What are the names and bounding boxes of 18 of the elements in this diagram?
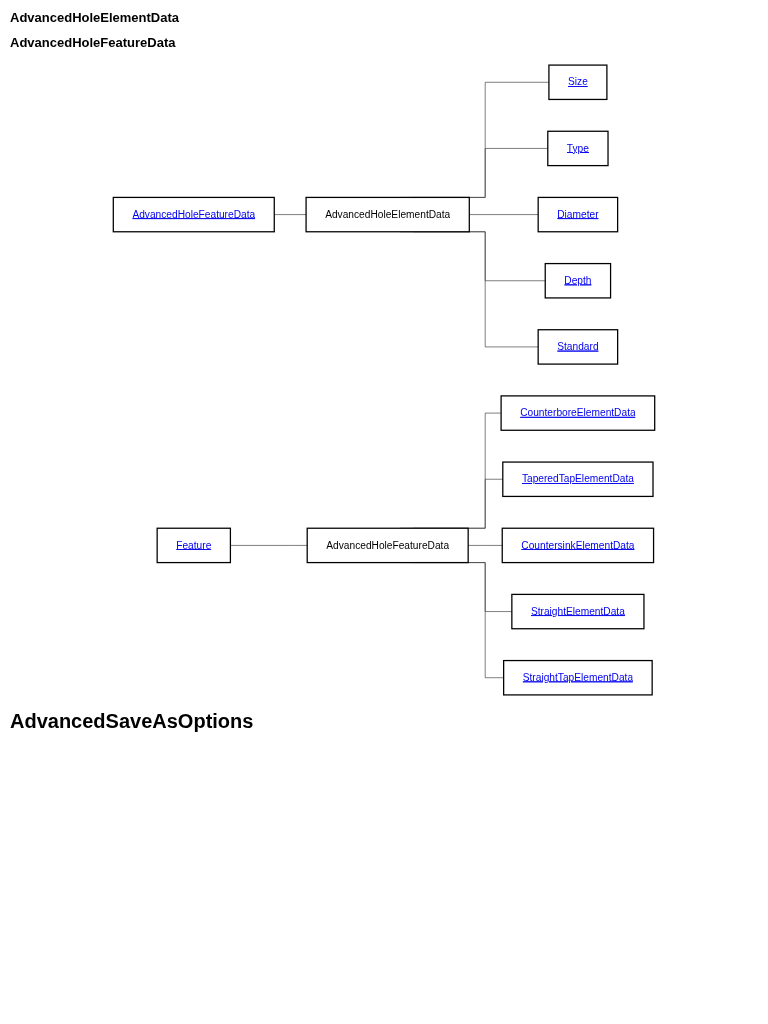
node-box: Standard [537, 329, 619, 365]
node-box: AdvancedHoleFeatureData [112, 196, 275, 233]
node-box: Feature [156, 527, 232, 564]
node-box: TaperedTapElementData [502, 461, 654, 498]
node-box: CounterboreElementData [500, 395, 656, 431]
node-box: Depth [544, 262, 612, 299]
node-box: Size [548, 64, 608, 101]
node-box: StraightTapElementData [503, 659, 653, 696]
node-box: AdvancedHoleElementData [305, 196, 470, 233]
node-box: CountersinkElementData [501, 527, 655, 564]
node-box: AdvancedHoleFeatureData [306, 527, 469, 564]
section-heading: AdvancedSaveAsOptions [10, 710, 255, 733]
section-heading: AdvancedHoleElementData [10, 10, 181, 25]
section-heading: AdvancedHoleFeatureData [10, 35, 177, 50]
node-box: Type [547, 130, 609, 167]
node-box: StraightElementData [511, 593, 645, 630]
node-box: Diameter [537, 196, 619, 233]
connector [230, 545, 308, 546]
